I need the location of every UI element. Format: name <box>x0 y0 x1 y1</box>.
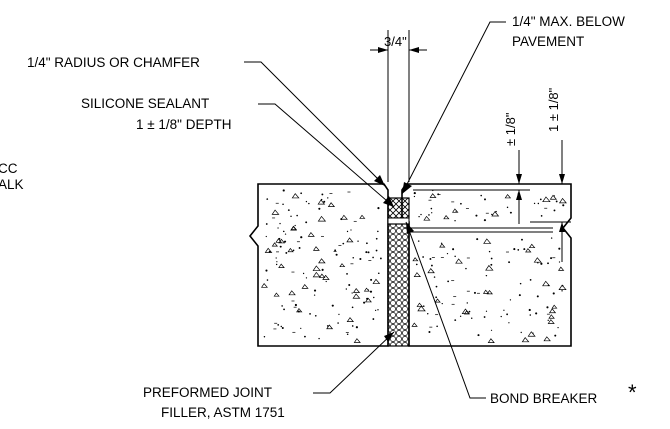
pavement-label: PAVEMENT <box>512 34 584 49</box>
sealant-depth-label: 1 ± 1/8" DEPTH <box>136 117 231 132</box>
recess-dimension: ± 1/8" <box>413 112 571 224</box>
left-partial-text-1: CC <box>0 161 18 176</box>
concrete-stipple-left <box>260 189 382 343</box>
max-below-label: 1/4" MAX. BELOW <box>512 14 625 29</box>
concrete-stipple-right <box>411 189 567 343</box>
joint-width-dimension: 3/4" <box>370 30 427 182</box>
preformed-joint-label: PREFORMED JOINT <box>143 385 272 400</box>
joint-width-label: 3/4" <box>384 34 407 49</box>
sealant-depth-dimension: 1 ± 1/8" <box>530 87 571 262</box>
astm-label: FILLER, ASTM 1751 <box>161 405 285 420</box>
silicone-sealant-label: SILICONE SEALANT <box>81 96 209 111</box>
radius-chamfer-label: 1/4" RADIUS OR CHAMFER <box>27 55 200 70</box>
sealant-depth-dim-label: 1 ± 1/8" <box>546 87 561 132</box>
asterisk-mark: * <box>628 380 637 405</box>
left-partial-text-2: ALK <box>0 177 24 192</box>
bond-breaker-label: BOND BREAKER <box>490 391 598 406</box>
preformed-joint-filler <box>387 223 410 347</box>
bond-breaker-rod <box>387 217 410 225</box>
right-concrete-slab <box>401 183 572 347</box>
recess-label: ± 1/8" <box>503 112 518 146</box>
left-concrete-slab <box>248 183 389 347</box>
